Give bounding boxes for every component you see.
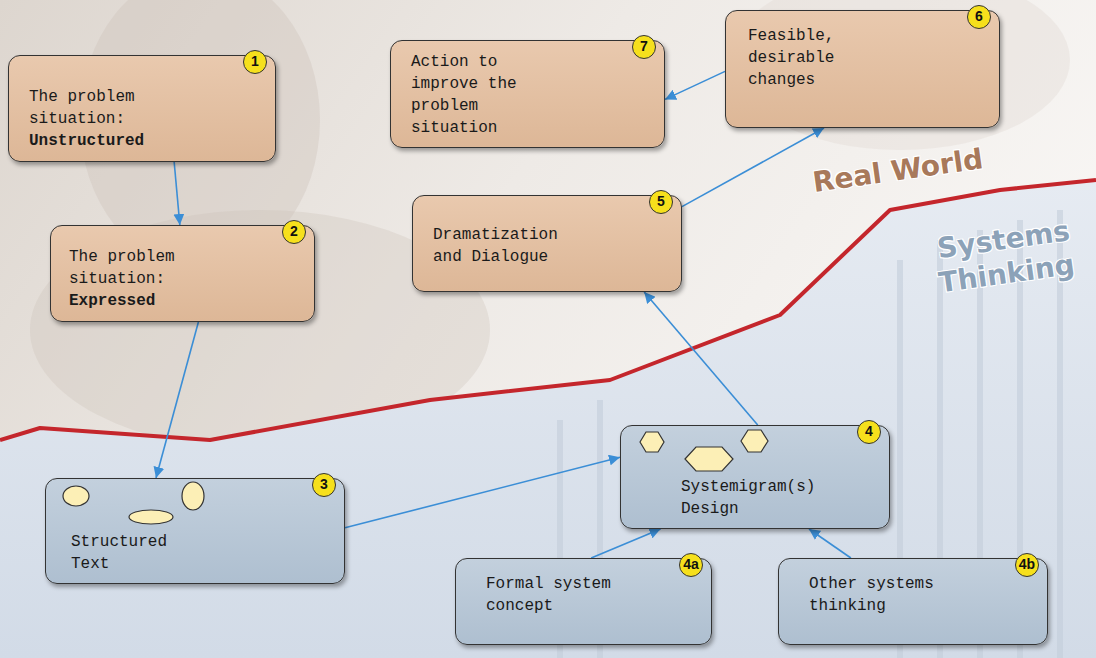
flow-arrow: [591, 529, 660, 558]
real-world-box: 1The problem situation:Unstructured: [8, 55, 276, 162]
box-text: The problem situation:: [29, 86, 159, 130]
box-text: Expressed: [69, 290, 199, 312]
box-text: Other systems thinking: [809, 573, 949, 617]
box-text: Feasible, desirable changes: [748, 25, 858, 91]
callout-number: 4b: [1015, 553, 1039, 577]
callout-number: 5: [649, 190, 673, 214]
systems-region: [0, 180, 1096, 658]
flow-arrow: [682, 128, 824, 207]
box-text: Systemigram(s) Design: [681, 476, 826, 520]
real-world-box: 5Dramatization and Dialogue: [412, 195, 682, 292]
real-world-box: 7Action to improve the problem situation: [390, 40, 665, 148]
callout-number: 7: [632, 35, 656, 59]
callout-number: 4: [857, 420, 881, 444]
systems-box: 4aFormal system concept: [455, 558, 712, 645]
box-text: Unstructured: [29, 130, 159, 152]
box-text: Structured Text: [71, 531, 181, 575]
flow-arrow: [156, 322, 198, 478]
flow-arrow: [345, 457, 620, 528]
box-text: The problem situation:: [69, 246, 199, 290]
boundary-line: [0, 180, 1096, 440]
real-world-box: 6Feasible, desirable changes: [725, 10, 1000, 128]
systems-box: 4Systemigram(s) Design: [620, 425, 890, 529]
hexagon-icons: [621, 426, 891, 486]
callout-number: 3: [312, 473, 336, 497]
systems-box: 3Structured Text: [45, 478, 345, 584]
flow-arrow: [644, 292, 758, 425]
box-text: Action to improve the problem situation: [411, 51, 531, 139]
callout-number: 4a: [679, 553, 703, 577]
ellipse-icons: [46, 479, 346, 539]
callout-number: 6: [967, 5, 991, 29]
callout-number: 1: [243, 50, 267, 74]
callout-number: 2: [282, 220, 306, 244]
flow-arrow: [174, 162, 180, 225]
flow-arrow: [665, 71, 725, 99]
box-text: Dramatization and Dialogue: [433, 224, 573, 268]
flow-arrow: [809, 529, 851, 558]
real-world-box: 2The problem situation:Expressed: [50, 225, 315, 322]
box-text: Formal system concept: [486, 573, 626, 617]
systems-box: 4bOther systems thinking: [778, 558, 1048, 645]
